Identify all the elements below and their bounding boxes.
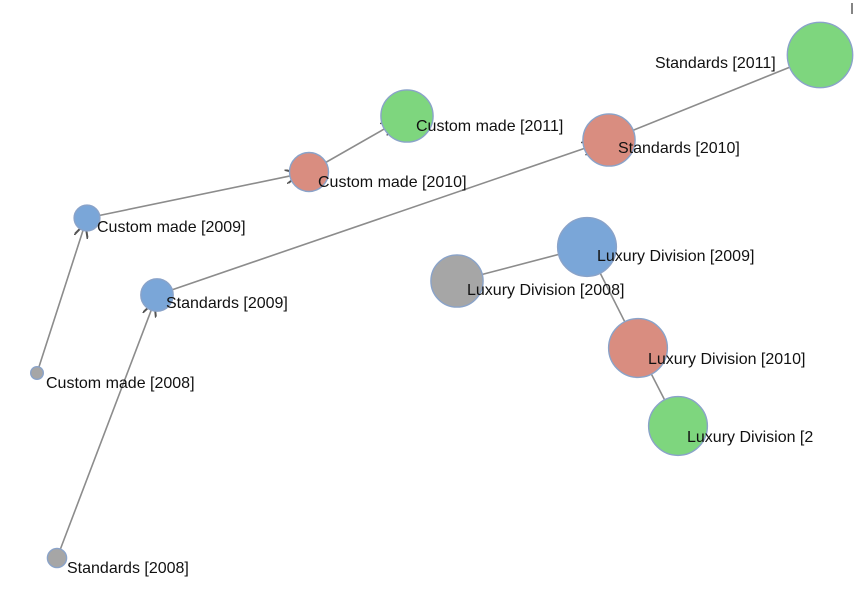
edge-st2009-st2010 [156,145,595,296]
node-label-ld2010: Luxury Division [2010] [648,351,805,368]
node-label-cm2009: Custom made [2009] [97,219,246,236]
node-cm2008[interactable] [30,366,45,381]
node-label-cm2008: Custom made [2008] [46,375,195,392]
node-label-st2008: Standards [2008] [67,560,189,577]
node-label-st2010: Standards [2010] [618,140,740,157]
node-st2010[interactable] [582,113,636,167]
edge-cm2008-cm2009 [36,225,85,374]
edge-st2010-st2011 [608,62,803,141]
node-label-ld2009: Luxury Division [2009] [597,248,754,265]
node-label-st2009: Standards [2009] [166,295,288,312]
node-label-ld2011: Luxury Division [2 [687,429,813,446]
node-st2008[interactable] [46,547,68,569]
node-cm2011[interactable] [380,89,434,143]
labels-layer: Custom made [2008] Custom made [2009] Cust… [46,55,813,577]
node-ld2010[interactable] [607,317,669,379]
edge-cm2009-cm2010 [86,174,298,219]
node-st2011[interactable] [786,21,854,89]
node-cm2009[interactable] [73,204,101,232]
node-st2009[interactable] [140,278,174,312]
node-cm2010[interactable] [288,151,330,193]
node-ld2009[interactable] [556,216,618,278]
nodes-layer [30,21,854,569]
node-label-st2011: Standards [2011] [655,55,776,72]
edge-st2008-st2009 [56,303,154,559]
node-ld2008[interactable] [430,254,484,308]
node-label-cm2010: Custom made [2010] [318,174,467,191]
node-ld2011[interactable] [647,395,709,457]
node-label-cm2011: Custom made [2011] [416,118,563,135]
node-label-ld2008: Luxury Division [2008] [467,282,624,299]
